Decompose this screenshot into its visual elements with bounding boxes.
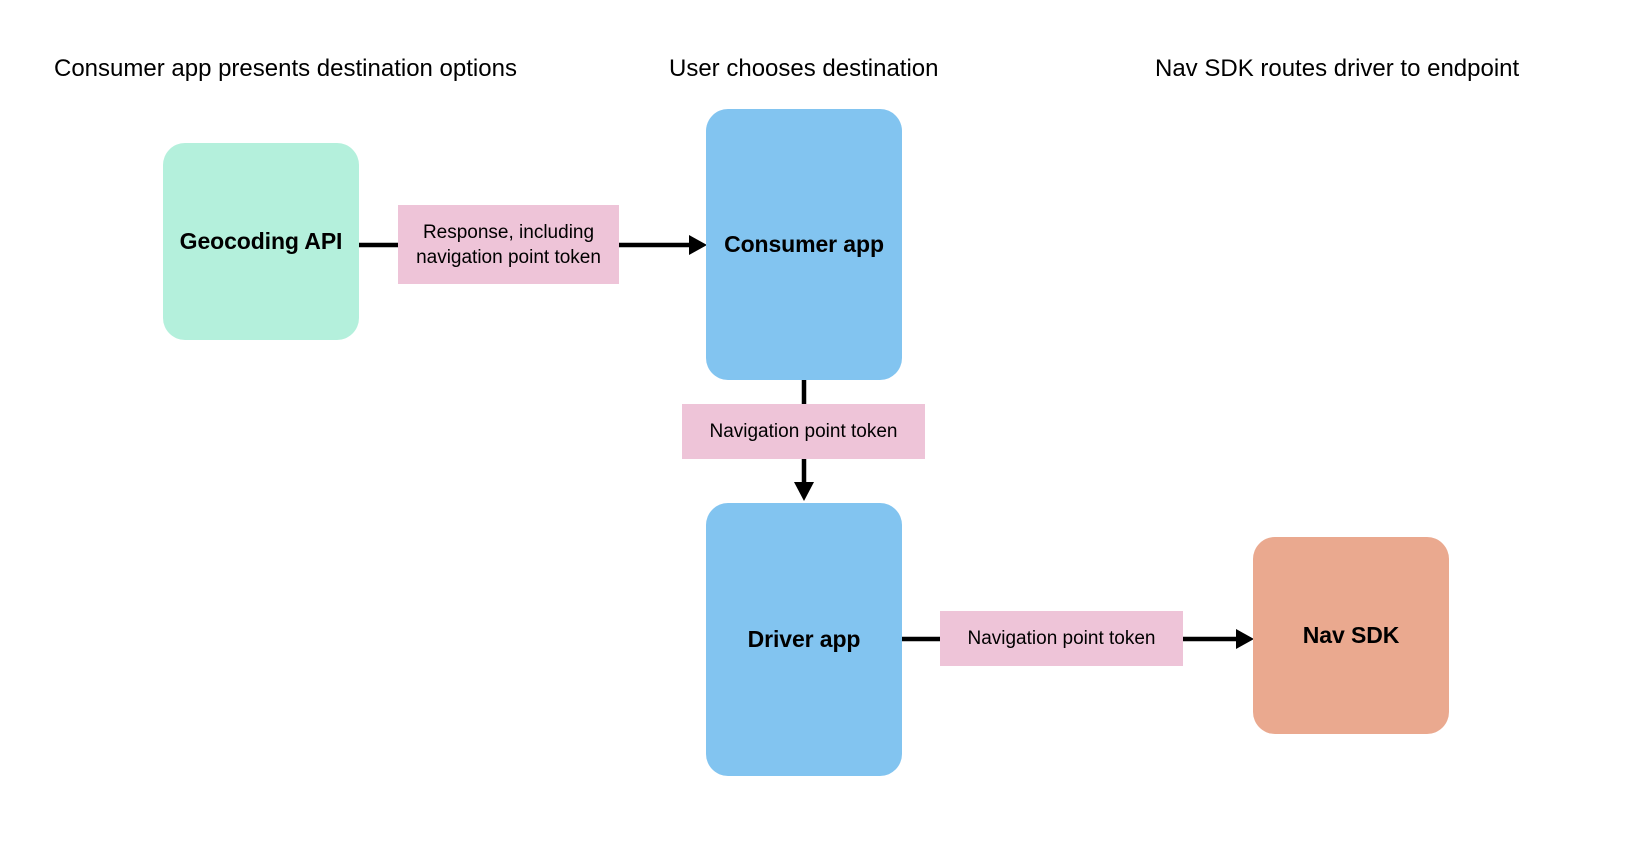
- edge-label-navigation-point-token-horizontal: Navigation point token: [940, 611, 1183, 666]
- node-label: Geocoding API: [179, 228, 343, 254]
- node-nav-sdk[interactable]: Nav SDK: [1253, 537, 1449, 734]
- edge-label-navigation-point-token-vertical: Navigation point token: [682, 404, 925, 459]
- column-heading-nav-sdk: Nav SDK routes driver to endpoint: [1155, 55, 1520, 82]
- column-heading-consumer-app: Consumer app presents destination option…: [54, 55, 517, 82]
- node-label: Consumer app: [724, 231, 884, 257]
- node-consumer-app[interactable]: Consumer app: [706, 109, 902, 380]
- edge-label-response-including-navigation-point-token: Response, including navigation point tok…: [398, 205, 619, 284]
- edge-label-text: Navigation point token: [709, 421, 898, 442]
- node-label: Driver app: [747, 626, 861, 652]
- node-driver-app[interactable]: Driver app: [706, 503, 902, 776]
- column-heading-user-choice: User chooses destination: [669, 55, 939, 82]
- edge-label-text: Navigation point token: [967, 628, 1156, 649]
- node-geocoding-api[interactable]: Geocoding API: [163, 143, 359, 340]
- node-label: Nav SDK: [1302, 622, 1400, 648]
- edge-label-text: Response, including navigation point tok…: [416, 221, 601, 268]
